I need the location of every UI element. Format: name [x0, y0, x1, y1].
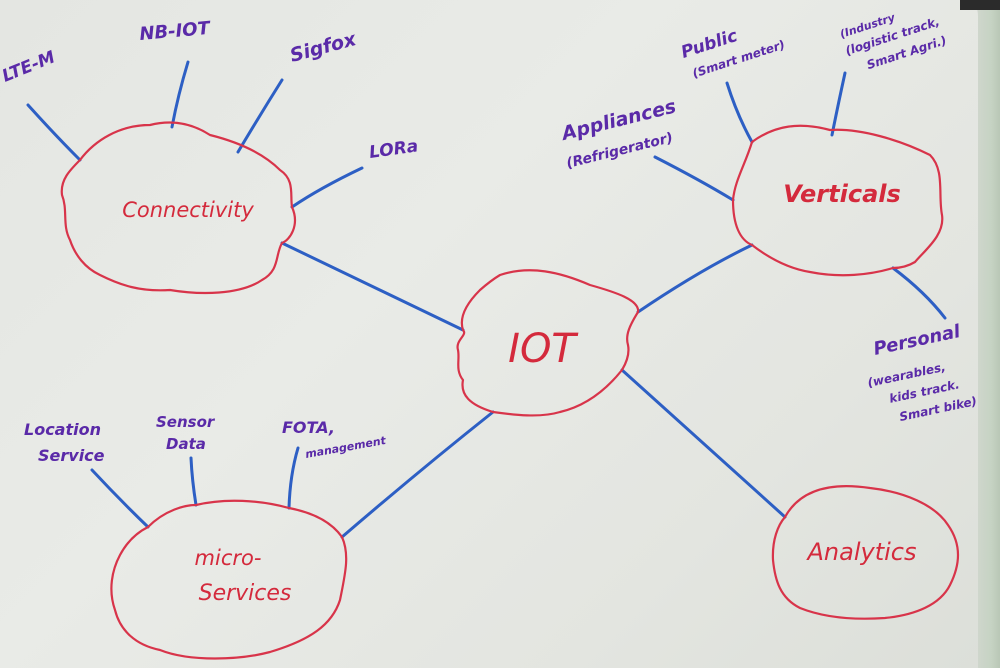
- cloud-connectivity: [60, 121, 297, 295]
- node-labels: IOT Connectivity Verticals micro- Servic…: [122, 180, 916, 606]
- leaf-nb-iot: NB-IOT: [139, 18, 213, 45]
- leaf-location-line1: Location: [24, 420, 101, 439]
- connector-fota: [287, 446, 300, 510]
- leaf-sensor-line2: Data: [166, 435, 206, 453]
- leaf-location-line2: Service: [38, 446, 105, 465]
- node-label-analytics: Analytics: [806, 538, 917, 566]
- leaf-public: Public (Smart meter): [679, 26, 787, 81]
- leaf-personal-line1: Personal: [872, 321, 963, 360]
- cloud-microservices: [110, 499, 348, 660]
- leaf-fota-line2: management: [304, 434, 387, 461]
- cloud-analytics: [771, 485, 959, 620]
- leaf-personal: Personal (wearables, kids track. Smart b…: [866, 321, 978, 424]
- leaf-lora: LORa: [368, 136, 420, 163]
- connector-appliances: [653, 155, 735, 202]
- cloud-outlines: [60, 121, 959, 660]
- whiteboard-surface: [0, 0, 978, 668]
- center-label: IOT: [508, 326, 579, 372]
- connector-sensor: [189, 456, 198, 507]
- connectors: [26, 60, 947, 539]
- node-label-verticals: Verticals: [783, 180, 901, 208]
- node-label-microservices-line1: micro-: [195, 546, 262, 570]
- connector-center-microservices: [340, 410, 495, 539]
- connector-center-verticals: [636, 243, 754, 314]
- background-wall: [960, 0, 1000, 10]
- node-label-connectivity: Connectivity: [122, 198, 254, 222]
- connector-lte-m: [26, 103, 82, 162]
- leaf-sensor-line1: Sensor: [156, 413, 216, 431]
- leaf-appliances: Appliances (Refrigerator): [558, 95, 679, 172]
- connector-lora: [290, 166, 364, 209]
- connector-personal: [891, 266, 947, 320]
- whiteboard-frame: [978, 0, 1000, 668]
- connector-center-connectivity: [280, 241, 465, 332]
- leaf-fota-line1: FOTA,: [282, 418, 335, 437]
- leaf-lte-m: LTE-M: [0, 47, 58, 86]
- cloud-verticals: [731, 124, 944, 277]
- cloud-iot: [456, 269, 640, 417]
- connector-public: [725, 81, 754, 144]
- connector-sigfox: [236, 78, 284, 154]
- leaf-industry: (Industry (logistic track, Smart Agri.): [838, 11, 948, 72]
- leaf-sigfox: Sigfox: [288, 28, 359, 67]
- leaf-labels: LTE-M NB-IOT Sigfox LORa Appliances (Ref…: [0, 11, 978, 465]
- connector-industry: [830, 71, 847, 137]
- connector-location: [90, 468, 150, 529]
- connector-center-analytics: [620, 368, 787, 519]
- connector-nb-iot: [170, 60, 190, 129]
- node-label-microservices-line2: Services: [199, 581, 292, 606]
